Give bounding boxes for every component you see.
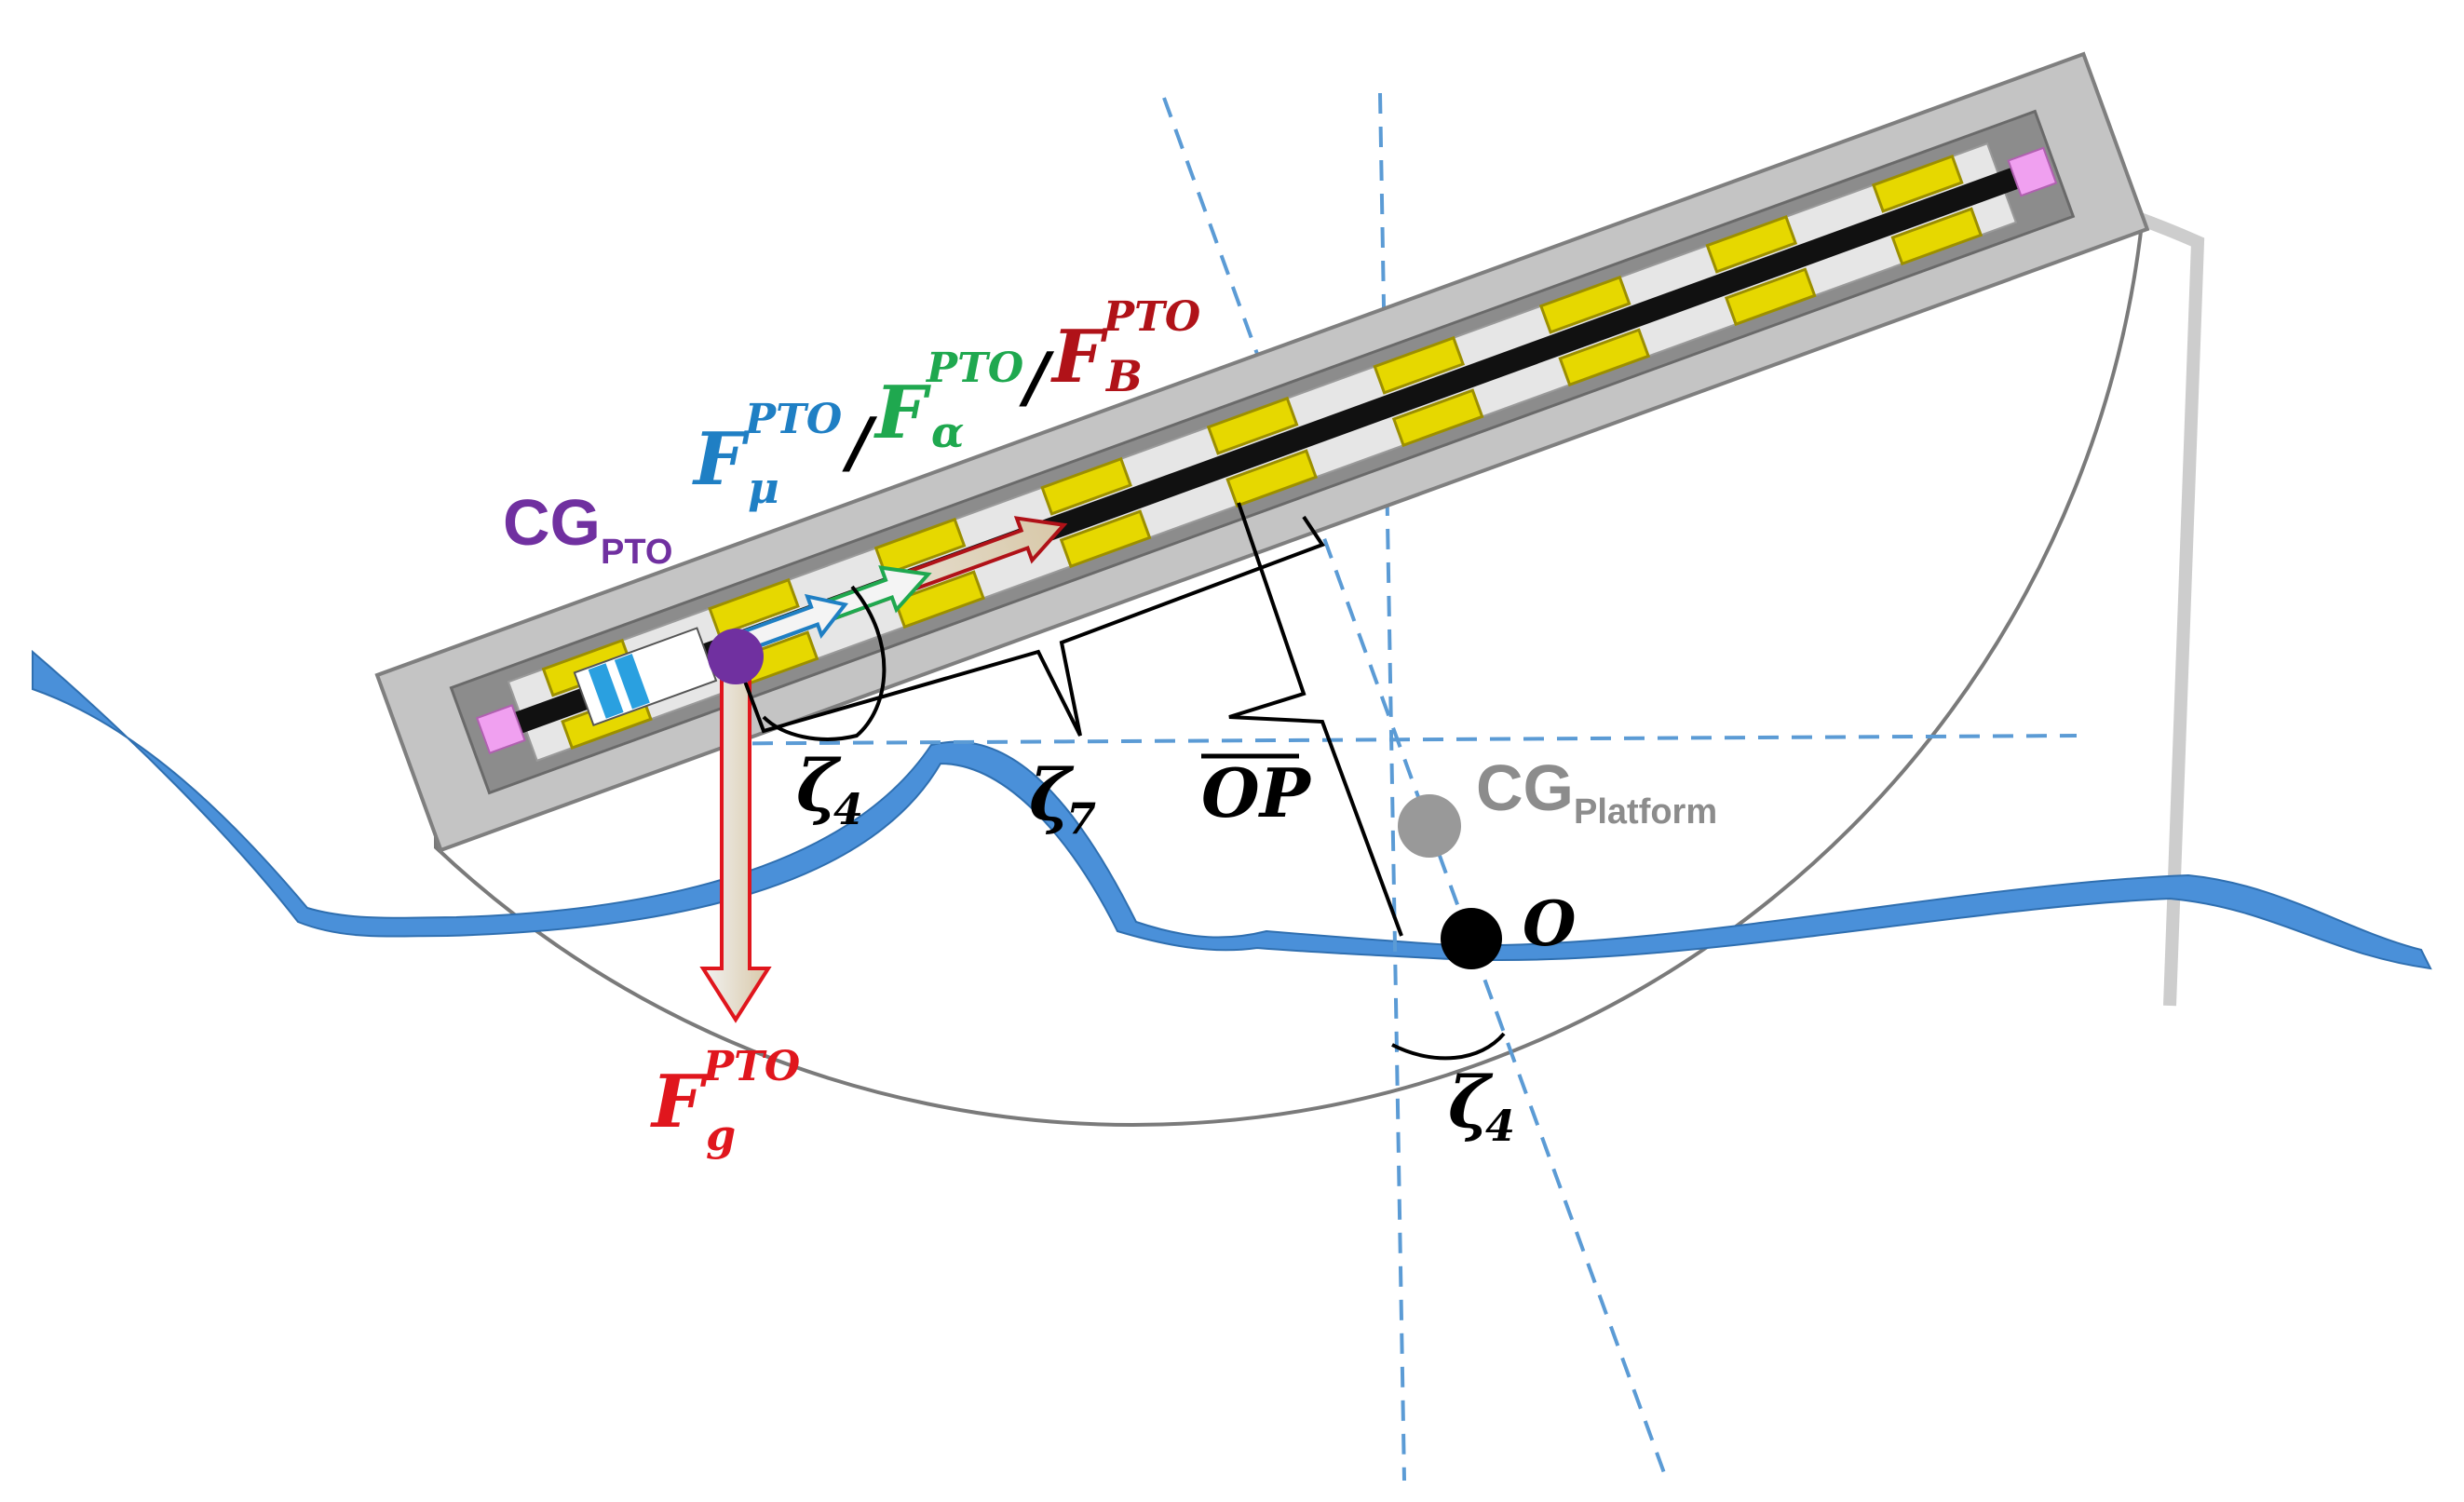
zeta7-subscript: 7 — [1066, 793, 1096, 844]
f-b-superscript: PTO — [1102, 293, 1200, 341]
origin-label: O — [1523, 887, 1577, 960]
zeta7-label: ζ 7 — [1029, 753, 1096, 844]
left-end-cap — [475, 704, 526, 754]
origin-point-marker — [1441, 908, 1502, 969]
zeta7-bracket — [734, 515, 1326, 737]
f-alpha-superscript: PTO — [925, 345, 1023, 392]
f-mu-superscript: PTO — [743, 396, 842, 443]
f-alpha-subscript: α — [931, 407, 964, 457]
zeta4-arc-bottom — [1391, 1032, 1506, 1061]
f-g-subscript: g — [706, 1110, 736, 1160]
op-bracket — [1228, 502, 1403, 937]
cg-platform-text: CG — [1476, 751, 1574, 824]
f-g-superscript: PTO — [701, 1043, 800, 1090]
force-arrows — [699, 516, 1068, 1023]
translator — [573, 627, 718, 727]
op-text: OP — [1201, 753, 1312, 832]
zeta7-main: ζ — [1029, 753, 1075, 836]
separator-1: / — [842, 402, 878, 481]
water-surface — [32, 649, 2432, 970]
right-end-cap — [2007, 146, 2058, 197]
f-b-subscript: B — [1104, 351, 1143, 401]
cg-pto-label: CGPTO — [503, 486, 672, 572]
f-b-label: F PTO B — [1050, 293, 1200, 401]
cg-platform-label: CGPlatform — [1476, 751, 1717, 832]
cg-pto-marker — [708, 629, 764, 684]
zeta4-label-bottom: ζ 4 — [1448, 1061, 1515, 1151]
separator-2: / — [1019, 337, 1055, 416]
dimension-annotations — [734, 502, 1506, 1061]
zeta4-label-top: ζ 4 — [796, 744, 863, 834]
zeta4-bottom-subscript: 4 — [1485, 1101, 1515, 1151]
f-alpha-main: F — [873, 371, 931, 455]
zeta4-bottom-main: ζ — [1448, 1061, 1494, 1143]
f-alpha-label: F PTO α — [873, 345, 1023, 457]
cg-platform-marker — [1398, 794, 1461, 858]
tilted-axis-line — [1162, 97, 1669, 1482]
svg-text:CGPTO: CGPTO — [503, 486, 672, 572]
reference-lines — [483, 92, 2078, 1482]
vertical-axis-line — [1378, 92, 1406, 1482]
gravity-force-arrow — [699, 659, 772, 1023]
svg-text:CGPlatform: CGPlatform — [1476, 751, 1717, 832]
cg-pto-subscript: PTO — [601, 533, 672, 572]
f-mu-label: F PTO μ — [692, 396, 842, 513]
f-g-label: F PTO g — [650, 1043, 800, 1160]
f-mu-subscript: μ — [748, 463, 779, 513]
horizontal-reference-line — [483, 734, 2078, 747]
f-g-main: F — [650, 1060, 708, 1144]
zeta4-arc-top — [762, 585, 887, 741]
cg-pto-text: CG — [503, 486, 601, 559]
f-b-main: F — [1050, 315, 1108, 399]
op-label: OP — [1201, 753, 1312, 832]
zeta4-top-main: ζ — [796, 744, 842, 827]
zeta4-top-subscript: 4 — [833, 784, 863, 834]
f-mu-main: F — [692, 417, 750, 502]
cg-platform-subscript: Platform — [1574, 792, 1717, 832]
